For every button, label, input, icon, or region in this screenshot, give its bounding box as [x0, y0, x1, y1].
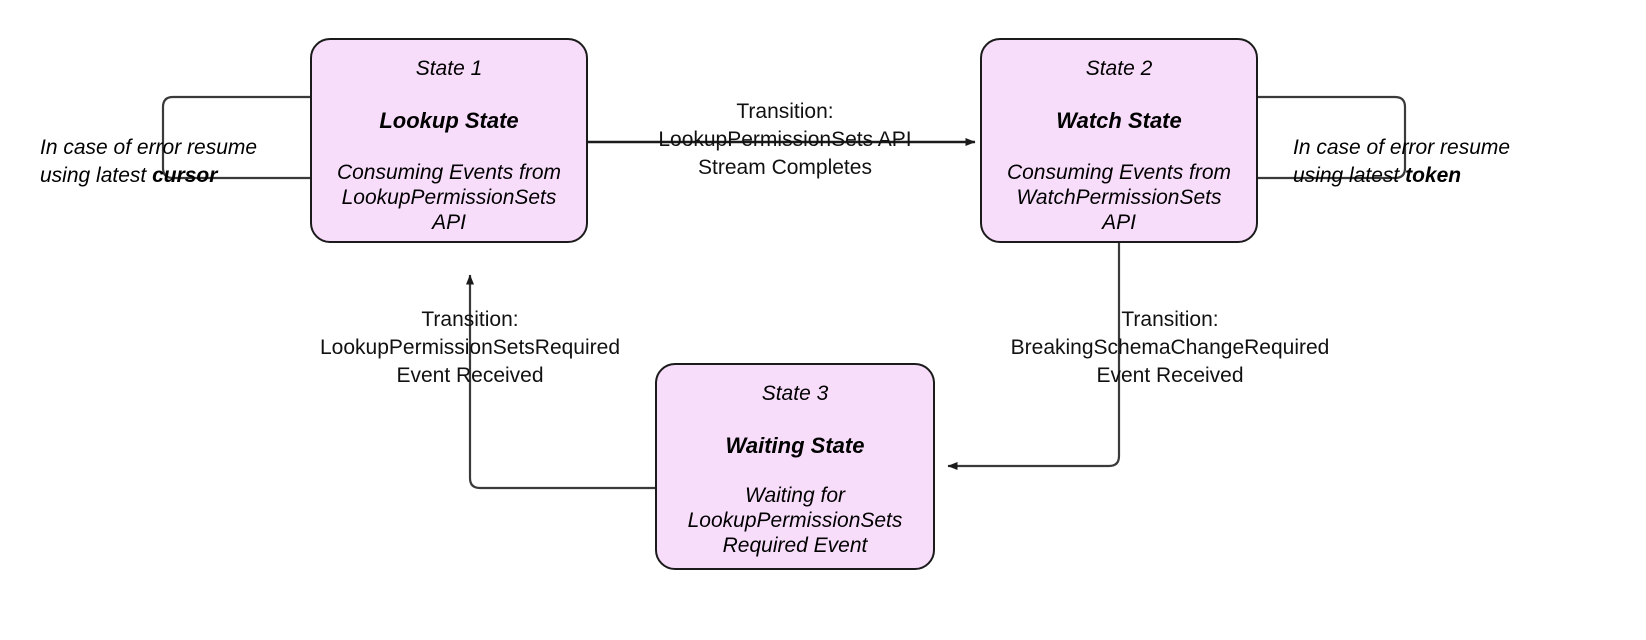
- note-resume-using-token: In case of error resume using latest tok…: [1293, 106, 1543, 190]
- state-node-lookup-state[interactable]: State 1 Lookup State Consuming Events fr…: [310, 38, 588, 243]
- transition-label-state2-state3: Transition: BreakingSchemaChangeRequired…: [1010, 308, 1330, 387]
- state-node-waiting-state[interactable]: State 3 Waiting State Waiting for Lookup…: [655, 363, 935, 570]
- note-emphasis: cursor: [152, 164, 218, 187]
- state-title: State 3: [761, 382, 829, 405]
- note-resume-using-cursor: In case of error resume using latest cur…: [40, 106, 290, 190]
- state-name: Watch State: [1056, 108, 1182, 133]
- state-name: Waiting State: [725, 433, 865, 458]
- state-name: Lookup State: [379, 108, 519, 133]
- note-emphasis: token: [1405, 164, 1462, 187]
- state-node-watch-state[interactable]: State 2 Watch State Consuming Events fro…: [980, 38, 1258, 243]
- state-title: State 1: [415, 57, 483, 80]
- note-text: In case of error resume using latest: [40, 136, 258, 187]
- transition-label-state3-state1: Transition: LookupPermissionSetsRequired…: [320, 308, 620, 387]
- transition-label-state1-state2: Transition: LookupPermissionSets API Str…: [658, 100, 912, 179]
- note-text: In case of error resume using latest: [1293, 136, 1511, 187]
- state-description: Waiting for LookupPermissionSets Require…: [687, 484, 903, 557]
- state-description: Consuming Events from LookupPermissionSe…: [336, 161, 562, 234]
- state-title: State 2: [1085, 57, 1153, 80]
- state-description: Consuming Events from WatchPermissionSet…: [1006, 161, 1232, 234]
